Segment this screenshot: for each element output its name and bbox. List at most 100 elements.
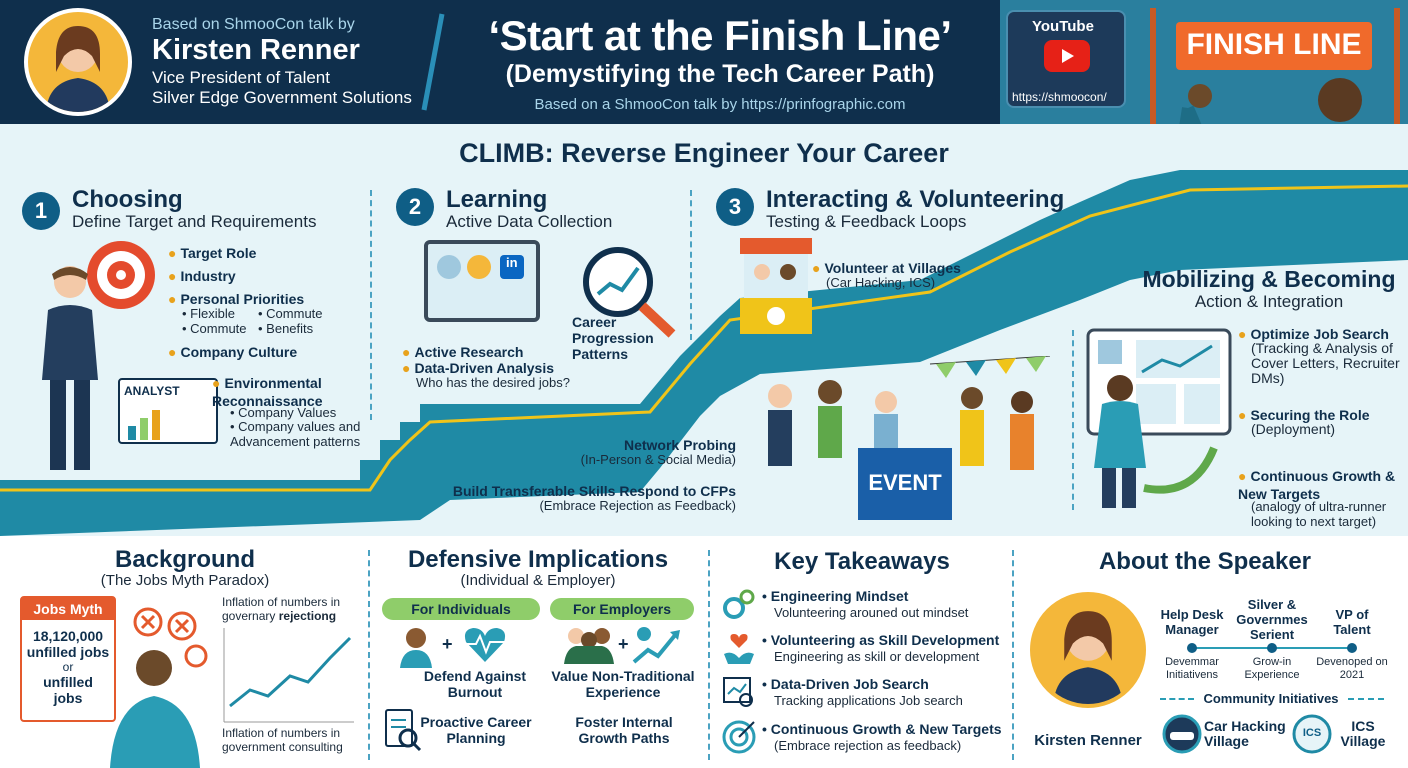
career-stage-1-sub: Devemmar Initiativens [1165, 656, 1219, 681]
page-title: ‘Start at the Finish Line’ [488, 12, 952, 59]
about-title: About the Speaker [1098, 548, 1312, 575]
step-1-bullet-culture: ●Company Culture [168, 344, 298, 360]
based-on-text: Based on ShmooCon talk by [152, 16, 355, 33]
analyst-board: ANALYST [118, 378, 218, 444]
divider-bottom-2 [708, 550, 710, 760]
chart-caption-bottom: Inflation of numbers in government consu… [222, 726, 343, 754]
step-1-title: Choosing [72, 186, 183, 213]
step-2-active-research: ●Active Research [402, 344, 524, 360]
community-rule-right [1348, 698, 1384, 700]
step-2-number: 2 [396, 188, 434, 226]
recon-item-2: • Company values and Advancement pattern… [230, 419, 361, 449]
value-experience: Value Non-Traditional Experience [551, 668, 695, 700]
step-4-item-3-sub: (analogy of ultra-runner looking to next… [1251, 499, 1387, 529]
jobs-myth-number: 18,120,000 [32, 628, 104, 644]
professional-man-figure [42, 266, 98, 470]
takeaway-4-title: • Continuous Growth & New Targets [762, 721, 1002, 737]
career-stage-3-sub: Devenoped on 2021 [1316, 656, 1388, 681]
recon-item-1: • Company Values [230, 405, 337, 420]
about-name: Kirsten Renner [1034, 732, 1142, 749]
gears-icon [723, 589, 755, 619]
step-2-data-analysis: ●Data-Driven Analysis [402, 360, 555, 376]
youtube-play-icon [1044, 40, 1090, 72]
step-2-data-analysis-sub: Who has the desired jobs? [416, 375, 570, 390]
defensive-title: Defensive Implications [407, 546, 669, 573]
about-avatar [1030, 592, 1146, 708]
career-stage-1-title: Help Desk Manager [1160, 607, 1224, 637]
jobs-myth-label: Jobs Myth [22, 598, 114, 620]
priority-flexible: • Flexible [182, 306, 235, 321]
research-monitor: in [424, 240, 540, 322]
header-divider [421, 13, 445, 111]
step-4-title: Mobilizing & Becoming [1142, 266, 1396, 292]
job-search-dashboard-scene [1086, 328, 1232, 508]
step-3-subtitle: Testing & Feedback Loops [766, 212, 967, 231]
career-progression-title: Career Progression Patterns [572, 314, 654, 362]
step-4-item-1-sub: (Tracking & Analysis of Cover Letters, R… [1251, 340, 1400, 386]
linkedin-icon: in [506, 255, 518, 270]
step-3-title: Interacting & Volunteering [766, 186, 1065, 213]
priority-commute-b: • Commute [258, 306, 323, 321]
community-rule-left [1160, 698, 1194, 700]
divider-1-2 [370, 190, 372, 420]
step-2-subtitle: Active Data Collection [446, 212, 613, 231]
takeaway-1-title: • Engineering Mindset [762, 588, 909, 604]
community-title: Community Initiatives [1203, 691, 1339, 706]
background-title: Background [114, 546, 255, 573]
speaker-role: Vice President of Talent [152, 68, 330, 87]
inflation-line-chart [223, 628, 354, 723]
takeaway-2-title: • Volunteering as Skill Development [762, 632, 1000, 648]
youtube-label: YouTube [1032, 18, 1094, 35]
step-4-subtitle: Action & Integration [1194, 292, 1344, 311]
jobs-myth-line-5: jobs [53, 690, 83, 706]
priority-benefits: • Benefits [258, 321, 314, 336]
heart-pulse-icon [464, 628, 506, 662]
speaker-avatar [24, 8, 132, 116]
recon-title: ●Environmental Reconnaissance [212, 375, 323, 409]
target-icon [87, 241, 155, 309]
volunteer-booth-icon [740, 238, 812, 334]
helping-hands-heart-icon [724, 634, 754, 664]
for-employers-label: For Employers [550, 598, 694, 620]
emp-plus-sign: + [618, 634, 629, 654]
divider-bottom-1 [368, 550, 370, 760]
network-sub: (In-Person & Social Media) [580, 452, 736, 467]
growth-target-icon [722, 720, 756, 754]
for-individuals-label: For Individuals [382, 598, 540, 620]
takeaway-2-sub: Engineering as skill or development [774, 649, 980, 664]
career-stage-2-title: Silver & Governmes Serient [1236, 597, 1308, 642]
ics-village-icon [1292, 714, 1332, 754]
background-subtitle: (The Jobs Myth Paradox) [100, 572, 270, 589]
divider-2-3 [690, 190, 692, 340]
step-1-bullet-priorities: ●Personal Priorities [168, 291, 305, 307]
ics-village-label: ICS Village [1340, 718, 1386, 749]
speaker-org: Silver Edge Government Solutions [152, 88, 412, 107]
skills-sub: (Embrace Rejection as Feedback) [539, 498, 736, 513]
youtube-card[interactable]: YouTube https://shmoocon/ [1006, 10, 1126, 108]
jobs-myth-card: Jobs Myth 18,120,000 unfilled jobs or un… [20, 596, 116, 722]
takeaways-title: Key Takeaways [774, 548, 950, 575]
takeaway-3-title: • Data-Driven Job Search [762, 676, 929, 692]
data-search-icon [723, 677, 753, 707]
step-2-title: Learning [446, 186, 548, 213]
finish-line-banner: FINISH LINE [1186, 28, 1362, 61]
network-title: Network Probing [623, 437, 736, 453]
volunteer-title: ●Volunteer at Villages [812, 260, 961, 276]
step-4-item-2-title: ●Securing the Role [1238, 407, 1370, 423]
step-1-bullet-target-role: ●Target Role [168, 245, 257, 261]
defend-burnout: Defend Against Burnout [423, 668, 527, 700]
step-4-item-2-sub: (Deployment) [1251, 421, 1336, 437]
defensive-subtitle: (Individual & Employer) [460, 572, 616, 589]
career-timeline [1187, 643, 1357, 653]
profiles-icon [437, 255, 524, 279]
page-caption: Based on a ShmooCon talk by https://prin… [534, 96, 906, 113]
team-icon [564, 628, 614, 664]
career-staircase [0, 170, 1408, 536]
divider-3-4 [1072, 330, 1074, 510]
youtube-url[interactable]: https://shmoocon/ [1012, 90, 1107, 104]
step-1-number: 1 [22, 192, 60, 230]
proactive-planning: Proactive Career Planning [420, 714, 532, 746]
foster-growth: Foster Internal Growth Paths [575, 714, 673, 746]
growth-chart-icon [632, 627, 680, 664]
career-stage-3-title: VP of Talent [1333, 607, 1371, 637]
